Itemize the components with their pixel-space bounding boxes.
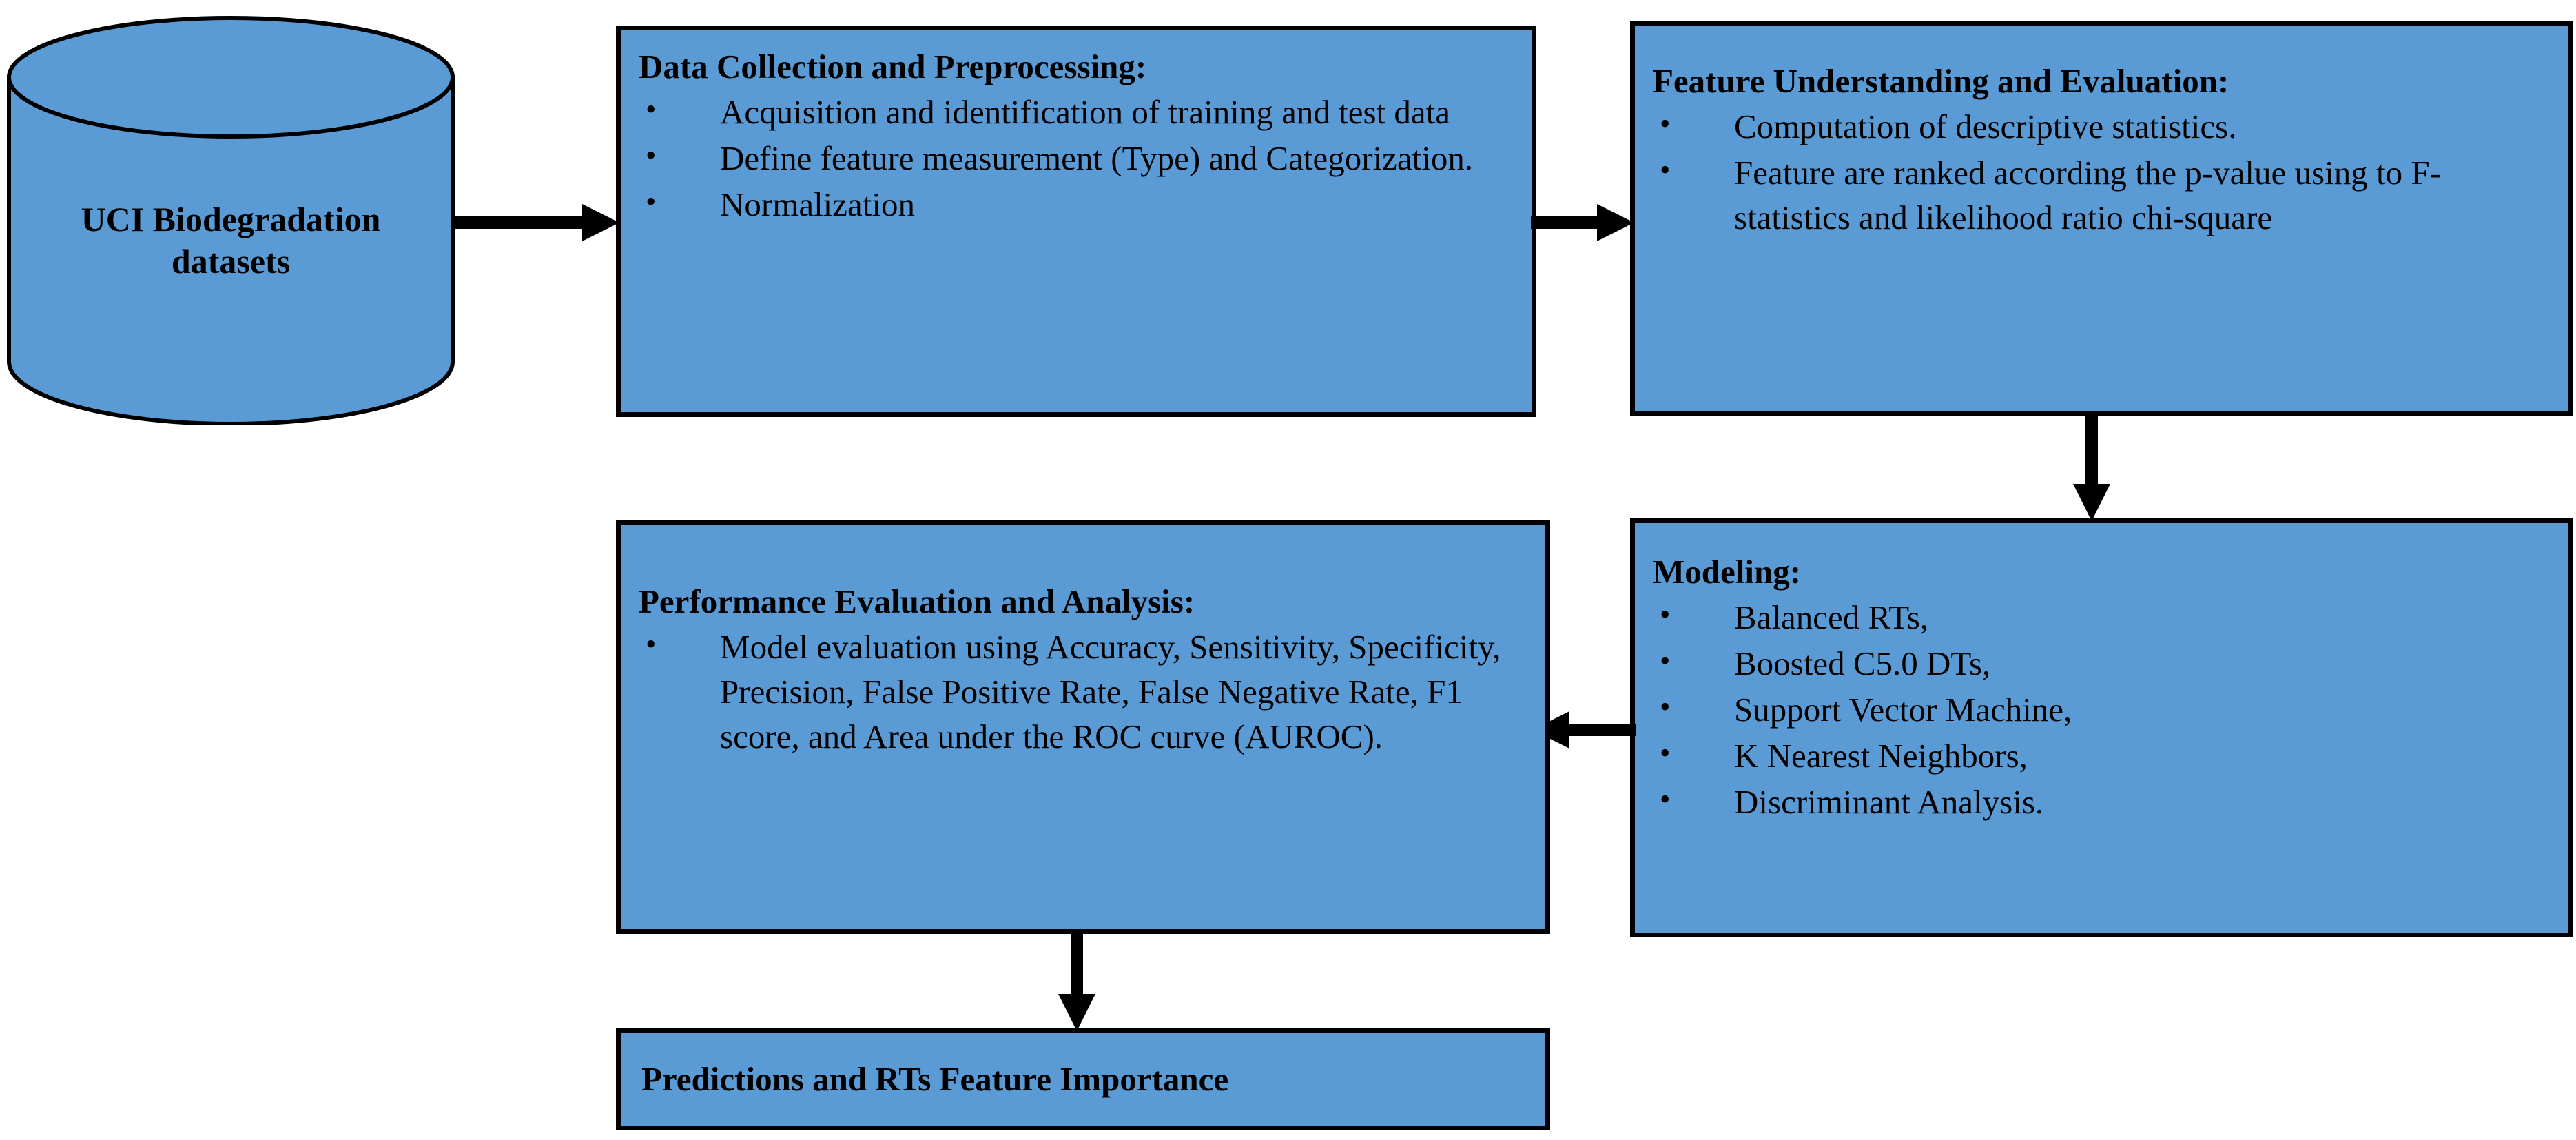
node-title: Predictions and RTs Feature Importance: [641, 1060, 1229, 1099]
arrow-right-icon: [451, 204, 619, 241]
bullet-icon: •: [1660, 106, 1671, 141]
bullet-icon: •: [1660, 690, 1671, 724]
list-item-label: Balanced RTs,: [1734, 598, 1929, 636]
node-title: Modeling:: [1653, 553, 1802, 591]
list-item: • Normalization: [639, 182, 1514, 227]
list-item: • Acquisition and identification of trai…: [639, 90, 1514, 134]
list-item-label: Define feature measurement (Type) and Ca…: [720, 139, 1474, 177]
list-item: • Define feature measurement (Type) and …: [639, 136, 1514, 181]
node-body: Modeling: • Balanced RTs, • Boosted C5.0…: [1635, 523, 2568, 833]
node-modeling: Modeling: • Balanced RTs, • Boosted C5.0…: [1630, 518, 2573, 937]
node-bullet-list: • Model evaluation using Accuracy, Sensi…: [639, 624, 1527, 759]
node-title: Feature Understanding and Evaluation:: [1653, 62, 2229, 100]
list-item: • Discriminant Analysis.: [1653, 780, 2550, 824]
list-item-label: Computation of descriptive statistics.: [1734, 107, 2237, 145]
list-item: • K Nearest Neighbors,: [1653, 733, 2550, 778]
node-bullet-list: • Balanced RTs, • Boosted C5.0 DTs, • Su…: [1653, 595, 2550, 825]
node-bullet-list: • Computation of descriptive statistics.…: [1653, 104, 2550, 240]
list-item-label: Model evaluation using Accuracy, Sensiti…: [720, 627, 1501, 756]
arrow-right-icon: [1531, 204, 1634, 241]
database-label-line-1: UCI Biodegradation: [81, 200, 381, 238]
bullet-icon: •: [1660, 736, 1671, 771]
arrow-modeling-to-performance-evaluation: [1531, 709, 1636, 751]
bullet-icon: •: [1660, 643, 1671, 678]
list-item: • Feature are ranked according the p-val…: [1653, 150, 2550, 240]
bullet-icon: •: [646, 92, 657, 126]
database-cylinder: UCI Biodegradation datasets: [7, 14, 455, 425]
arrow-database-to-data-collection: [451, 201, 622, 244]
list-item-label: Boosted C5.0 DTs,: [1734, 644, 1991, 682]
database-label-line-2: datasets: [171, 242, 291, 281]
list-item: • Balanced RTs,: [1653, 595, 2550, 640]
list-item: • Model evaluation using Accuracy, Sensi…: [639, 624, 1527, 759]
arrow-down-icon: [1058, 930, 1095, 1031]
cylinder-shape: [7, 16, 455, 425]
list-item-label: Feature are ranked according the p-value…: [1734, 153, 2441, 237]
node-bullet-list: • Acquisition and identification of trai…: [639, 90, 1514, 227]
bullet-icon: •: [646, 138, 657, 172]
node-title: Performance Evaluation and Analysis:: [639, 582, 1195, 620]
list-item-label: Discriminant Analysis.: [1734, 783, 2044, 822]
list-item: • Computation of descriptive statistics.: [1653, 104, 2550, 149]
node-title: Data Collection and Preprocessing:: [639, 48, 1147, 85]
list-item-label: K Nearest Neighbors,: [1734, 737, 2028, 775]
node-feature-understanding-and-evaluation: Feature Understanding and Evaluation: • …: [1630, 21, 2573, 416]
node-predictions-and-rts-feature-importance: Predictions and RTs Feature Importance: [616, 1028, 1550, 1130]
bullet-icon: •: [1660, 152, 1671, 187]
bullet-icon: •: [1660, 597, 1671, 631]
arrow-performance-evaluation-to-predictions: [1055, 930, 1098, 1032]
list-item: • Support Vector Machine,: [1653, 687, 2550, 732]
arrow-left-icon: [1532, 711, 1636, 749]
bullet-icon: •: [1660, 782, 1671, 817]
list-item-label: Support Vector Machine,: [1734, 691, 2072, 729]
arrow-down-icon: [2073, 412, 2110, 521]
node-body: Performance Evaluation and Analysis: • M…: [621, 525, 1545, 767]
bullet-icon: •: [646, 185, 657, 219]
node-body: Data Collection and Preprocessing: • Acq…: [621, 30, 1532, 235]
database-label: UCI Biodegradation datasets: [7, 199, 455, 283]
arrow-feature-evaluation-to-modeling: [2070, 412, 2113, 522]
list-item: • Boosted C5.0 DTs,: [1653, 641, 2550, 686]
bullet-icon: •: [646, 627, 657, 661]
list-item-label: Acquisition and identification of traini…: [720, 92, 1451, 131]
list-item-label: Normalization: [720, 185, 916, 224]
node-body: Feature Understanding and Evaluation: • …: [1635, 26, 2568, 248]
node-performance-evaluation-and-analysis: Performance Evaluation and Analysis: • M…: [616, 520, 1550, 934]
arrow-data-collection-to-feature-evaluation: [1531, 201, 1636, 244]
node-data-collection-and-preprocessing: Data Collection and Preprocessing: • Acq…: [616, 26, 1536, 417]
